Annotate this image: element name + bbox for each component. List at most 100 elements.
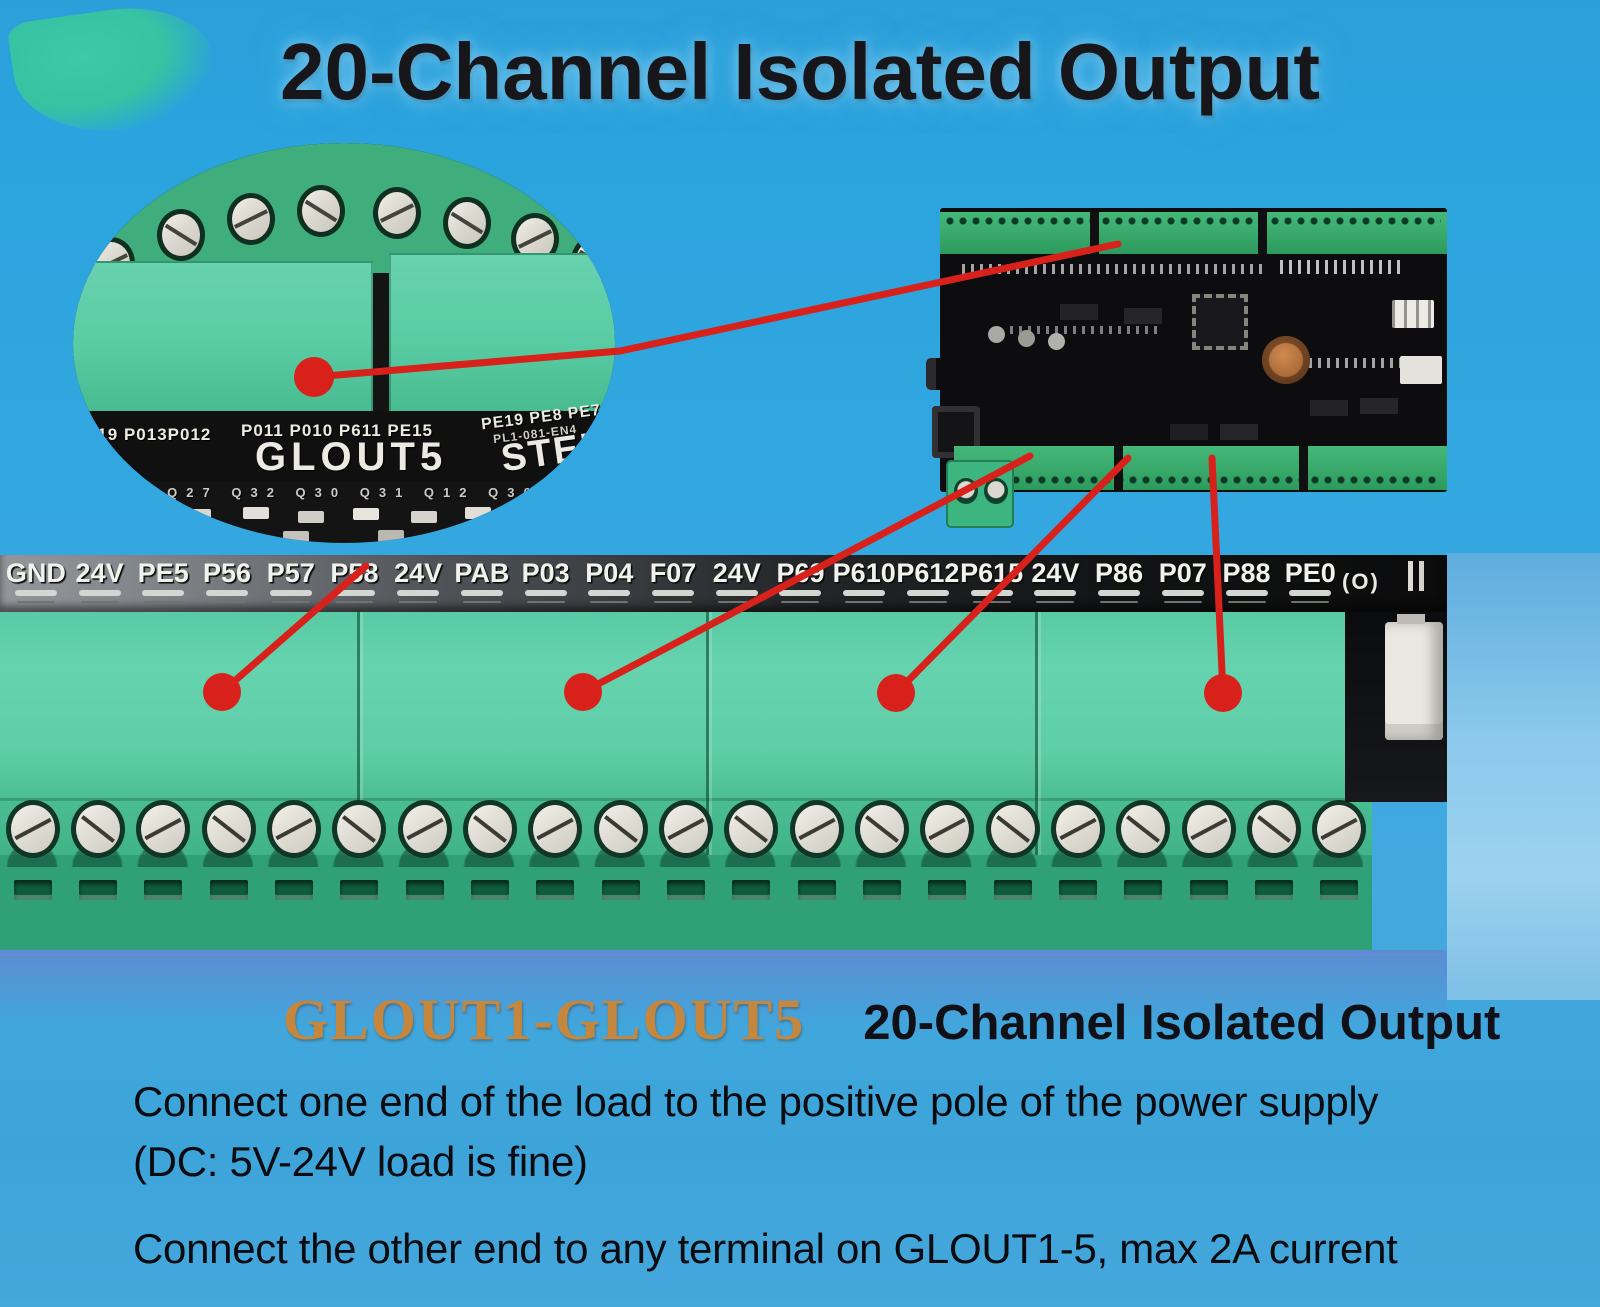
screw-head-icon: [373, 187, 421, 239]
screw-head-icon: [5, 800, 60, 858]
smd-components: [133, 505, 159, 517]
terminal-pin: 24V: [386, 555, 450, 612]
silkscreen-ticks: [1280, 260, 1400, 274]
pin-label: PE5: [137, 558, 189, 588]
clamp-contact: [1161, 590, 1204, 596]
wire-slot: [993, 880, 1032, 900]
screw-head-icon: [789, 800, 844, 858]
terminal-screw-unit: [1241, 800, 1306, 950]
silkscreen-label: P011 P010 P611 PE15: [241, 421, 433, 440]
banner-right-housing: [1345, 612, 1447, 802]
terminal-screw-unit: [196, 800, 261, 950]
screw-head-icon: [854, 800, 909, 858]
pin-label: 24V: [75, 558, 124, 588]
pin-label: GND: [5, 558, 66, 588]
terminal-screw-dots: [958, 474, 1442, 487]
strip-gap: [1090, 212, 1099, 254]
clamp-contact: [269, 590, 312, 596]
caption-row: GLOUT1-GLOUT5 20-Channel Isolated Output: [283, 986, 1500, 1053]
pin-label: P615: [960, 558, 1024, 588]
audio-jack: [926, 358, 968, 390]
wire-slot: [1254, 880, 1293, 900]
terminal-pin: F07: [641, 555, 705, 612]
pin-label: 24V: [1031, 558, 1080, 588]
page-title: 20-Channel Isolated Output: [279, 27, 1321, 116]
wire-slot: [470, 880, 509, 900]
silkscreen-ticks: [1010, 326, 1160, 334]
pin-label-strip: GND 24V PE5 P56: [0, 555, 1447, 612]
pin-label: P56: [202, 558, 252, 588]
terminal-block-face: [389, 253, 615, 413]
pin-label: PAB: [454, 558, 510, 588]
clamp-contact: [1098, 590, 1141, 596]
clamp-contact: [206, 590, 249, 596]
decorative-swoosh: [6, 0, 222, 146]
board-bottom-terminal-strip: [954, 446, 1447, 490]
terminal-closeup-photo: P19 P013P012 P011 P010 P611 PE15 PE19 PE…: [73, 143, 615, 543]
pin-label: 24V: [394, 558, 443, 588]
terminal-pin: P56: [195, 555, 259, 612]
terminal-pin: 24V: [705, 555, 769, 612]
clamp-contact: [78, 590, 121, 596]
note-line: (DC: 5V-24V load is fine): [133, 1137, 588, 1185]
screw-head-icon: [443, 197, 491, 249]
wire-slot: [732, 880, 771, 900]
clamp-contact: [1225, 590, 1268, 596]
clamp-contact: [970, 590, 1013, 596]
wire-slot: [78, 880, 117, 900]
terminal-pin: 24V: [68, 555, 132, 612]
terminal-screw-unit: [1045, 800, 1110, 950]
terminal-pin: P57: [259, 555, 323, 612]
terminal-screw-unit: [1307, 800, 1372, 950]
glout5-label: GLOUT5: [255, 435, 448, 479]
clamp-contact: [1289, 590, 1332, 596]
terminal-screw-unit: [523, 800, 588, 950]
terminal-screw-unit: [1176, 800, 1241, 950]
screw-head-icon: [985, 800, 1040, 858]
clamp-contact: [397, 590, 440, 596]
pin-label: P57: [266, 558, 315, 588]
board-top-terminal-strip: [940, 212, 1447, 254]
capacitors: [988, 326, 1005, 343]
screw-head-icon: [266, 800, 321, 858]
pin-label: P612: [896, 558, 960, 588]
wire-slot: [13, 880, 52, 900]
strip-end-mark: (O): [1342, 569, 1380, 594]
screw-head-icon: [136, 800, 191, 858]
wire-slot: [666, 880, 705, 900]
caption-heading: 20-Channel Isolated Output: [863, 996, 1501, 1050]
screw-head-icon: [227, 193, 275, 245]
clamp-contact: [524, 590, 567, 596]
pin-label: P03: [521, 558, 570, 588]
screw-head-icon: [1312, 800, 1367, 858]
terminal-pin: P86: [1087, 555, 1151, 612]
pin-label: P610: [832, 558, 896, 588]
pin-label: P07: [1158, 558, 1207, 588]
clamp-contact: [652, 590, 695, 596]
screw-head-icon: [528, 800, 583, 858]
wire-slot: [405, 880, 444, 900]
terminal-screw-unit: [0, 800, 65, 950]
component-reference-labels: Q26 Q27 Q32 Q30 Q31 Q12 Q36 Q13: [103, 485, 604, 500]
terminal-pin: P04: [577, 555, 641, 612]
background-light-band: [1447, 553, 1600, 1000]
clamp-contact: [142, 590, 185, 596]
strip-gap: [1258, 212, 1267, 254]
instruction-notes: Connect one end of the load to the posit…: [133, 1072, 1493, 1279]
pin-label: P88: [1222, 558, 1271, 588]
clamp-contact: [843, 590, 886, 596]
strip-gap: [1299, 446, 1308, 490]
screw-head-icon: [70, 800, 125, 858]
wire-slot: [1058, 880, 1097, 900]
terminal-pin: P610: [832, 555, 896, 612]
terminal-screw-unit: [653, 800, 718, 950]
silkscreen-label: P19 P013P012: [85, 425, 212, 444]
screw-row: [0, 800, 1372, 950]
screw-head-icon: [920, 800, 975, 858]
screw-head-icon: [297, 185, 345, 237]
screw-head-icon: [462, 800, 517, 858]
terminal-pin: P88: [1215, 555, 1279, 612]
ic-chips: [1060, 304, 1098, 320]
pin-label: P86: [1095, 558, 1144, 588]
terminal-screw-unit: [457, 800, 522, 950]
